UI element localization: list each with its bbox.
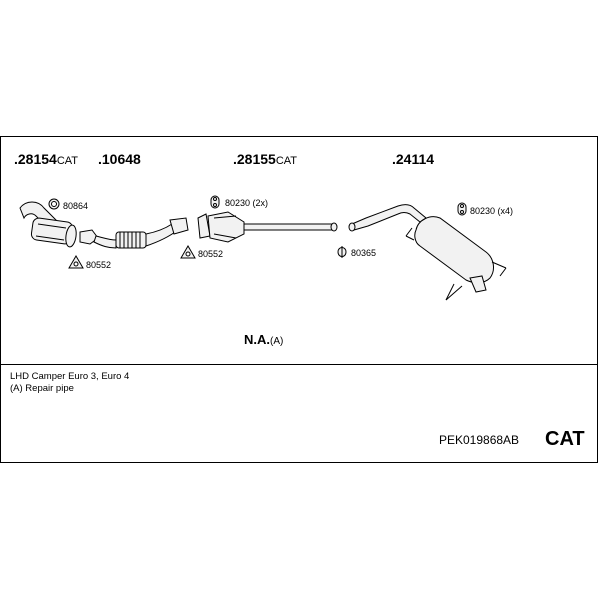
diagram-frame	[0, 136, 598, 463]
gasket-icon-80552-b	[180, 245, 196, 259]
gasket-icon-80552-a	[68, 255, 84, 269]
accessory-label-80230-x4: 80230 (x4)	[470, 206, 514, 216]
section-divider	[0, 364, 598, 365]
part-number-28154: .28154CAT	[14, 151, 79, 167]
hanger-icon-80230-x4	[457, 202, 467, 216]
kit-type-label: CAT	[545, 428, 585, 450]
clamp-icon-80864	[48, 198, 60, 210]
part-number-10648: .10648	[98, 151, 141, 167]
vehicle-info-line: LHD Camper Euro 3, Euro 4	[10, 371, 130, 382]
repair-pipe-note: (A) Repair pipe	[10, 383, 74, 394]
kit-code: PEK019868AB	[439, 433, 520, 447]
clamp-icon-80365	[337, 246, 347, 258]
accessory-label-80552-a: 80552	[86, 260, 112, 270]
rear-silencer-drawing	[348, 204, 507, 301]
part-number-28155: .28155CAT	[233, 151, 298, 167]
accessory-label-80230-2x: 80230 (2x)	[225, 198, 269, 208]
accessory-label-80552-b: 80552	[198, 249, 224, 259]
not-available-note: N.A.(A)	[244, 332, 284, 347]
rear-catalytic-converter-drawing	[197, 211, 338, 243]
accessory-label-80365: 80365	[351, 248, 377, 258]
part-number-24114: .24114	[392, 151, 435, 167]
front-pipe-drawing	[79, 217, 189, 249]
accessory-label-80864: 80864	[63, 201, 89, 211]
front-catalytic-converter-drawing	[19, 201, 77, 248]
hanger-icon-80230-2x	[210, 195, 220, 209]
